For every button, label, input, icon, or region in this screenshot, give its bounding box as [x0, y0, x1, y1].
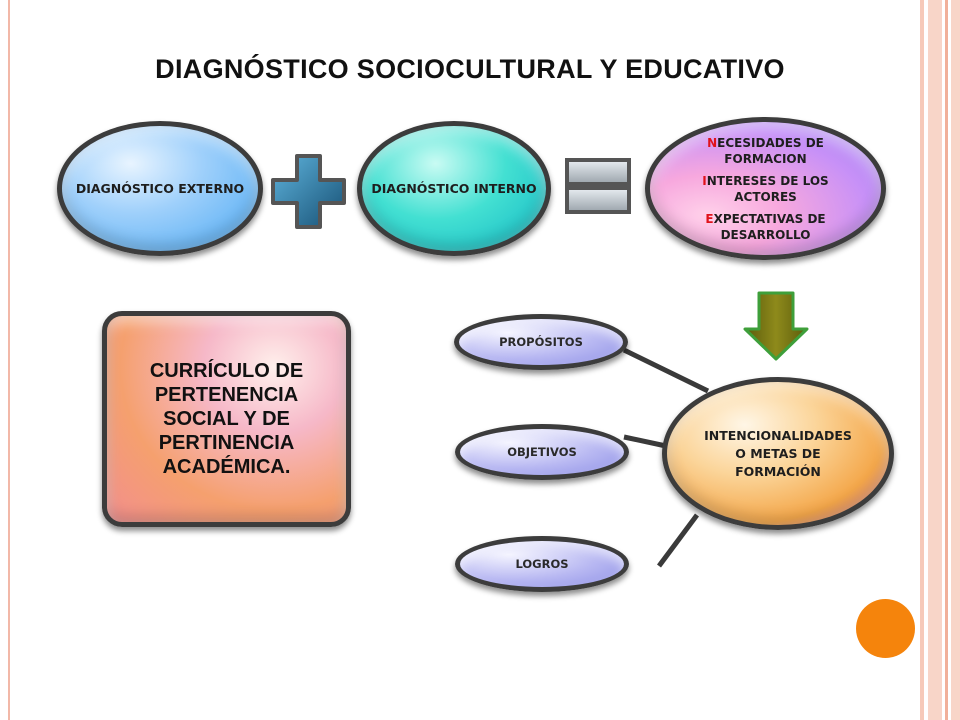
orange-circle-decoration [856, 599, 915, 658]
necesidades-item: NECESIDADES DE FORMACION [707, 135, 824, 166]
resultado-node: NECESIDADES DE FORMACION INTERESES DE LO… [645, 117, 886, 260]
objetivos-node: OBJETIVOS [455, 424, 629, 480]
plus-icon [271, 154, 346, 229]
expectativas-item: EXPECTATIVAS DE DESARROLLO [705, 211, 826, 242]
diagnostico-externo-node: DIAGNÓSTICO EXTERNO [57, 121, 263, 256]
logros-node: LOGROS [455, 536, 629, 592]
propositos-label: PROPÓSITOS [499, 335, 583, 349]
intencionalidades-label: INTENCIONALIDADES O METAS DE FORMACIÓN [704, 427, 852, 479]
connector-objetivos [623, 434, 667, 449]
down-arrow-icon [743, 291, 809, 361]
curriculo-node: CURRÍCULO DE PERTENENCIA SOCIAL Y DE PER… [102, 311, 351, 527]
intencionalidades-node: INTENCIONALIDADES O METAS DE FORMACIÓN [662, 377, 894, 530]
curriculo-label: CURRÍCULO DE PERTENENCIA SOCIAL Y DE PER… [149, 360, 304, 478]
objetivos-label: OBJETIVOS [507, 445, 577, 459]
connector-logros [656, 513, 700, 568]
logros-label: LOGROS [515, 557, 569, 571]
left-border-line [8, 0, 10, 720]
connector-propositos [622, 347, 710, 394]
diagnostico-interno-label: DIAGNÓSTICO INTERNO [371, 181, 537, 196]
intereses-item: INTERESES DE LOS ACTORES [702, 173, 829, 204]
right-decorative-stripes [920, 0, 960, 720]
page-title: DIAGNÓSTICO SOCIOCULTURAL Y EDUCATIVO [155, 54, 785, 84]
propositos-node: PROPÓSITOS [454, 314, 628, 370]
diagnostico-externo-label: DIAGNÓSTICO EXTERNO [75, 181, 245, 196]
equals-icon [565, 158, 631, 214]
diagnostico-interno-node: DIAGNÓSTICO INTERNO [357, 121, 551, 256]
